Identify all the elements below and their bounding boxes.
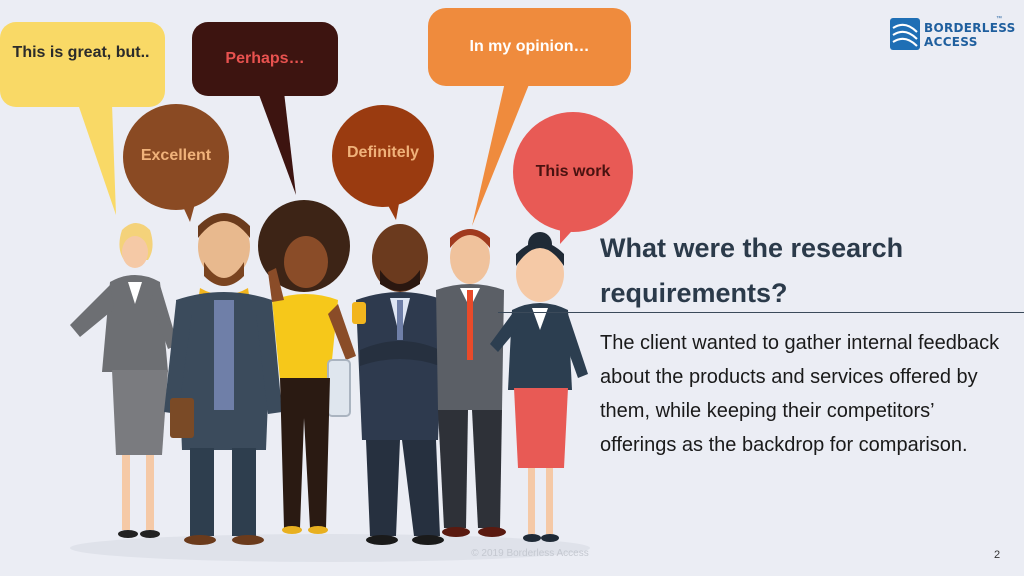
bubble-perhaps [192, 22, 338, 195]
footer-copyright: © 2019 Borderless Access [471, 548, 589, 559]
person-man-red-tie [436, 229, 506, 537]
bubble-this-is-great [0, 22, 165, 215]
bubble-text-in-my-opinion: In my opinion… [469, 38, 590, 55]
bubble-text-excellent: Excellent [140, 147, 212, 164]
logo-text-line2: ACCESS [924, 35, 978, 49]
bubble-in-my-opinion [428, 8, 631, 226]
person-woman-red-skirt [490, 232, 588, 542]
bubble-definitely [332, 105, 434, 220]
bubble-text-this-is-great: This is great, but.. [12, 44, 150, 61]
person-man-dark-suit [352, 224, 444, 545]
bubble-this-work [513, 112, 633, 244]
bubble-excellent [123, 104, 229, 222]
bubble-text-perhaps: Perhaps… [225, 50, 305, 67]
logo-trademark: ™ [996, 16, 1002, 22]
person-woman-grey-suit [70, 223, 178, 538]
bubble-text-definitely: Definitely [346, 144, 419, 161]
slide-heading: What were the research requirements? [600, 233, 904, 308]
person-woman-yellow-top [258, 200, 356, 534]
bubble-text-this-work: This work [535, 163, 611, 180]
company-logo: BORDERLESS ACCESS ™ [890, 16, 1015, 56]
page-number: 2 [994, 549, 1001, 561]
heading-divider [498, 312, 1024, 313]
logo-text-line1: BORDERLESS [924, 21, 1016, 35]
slide-body-text: The client wanted to gather internal fee… [600, 332, 1000, 456]
person-man-yellow-scarf [164, 213, 282, 545]
logo-mark-icon [890, 18, 920, 50]
